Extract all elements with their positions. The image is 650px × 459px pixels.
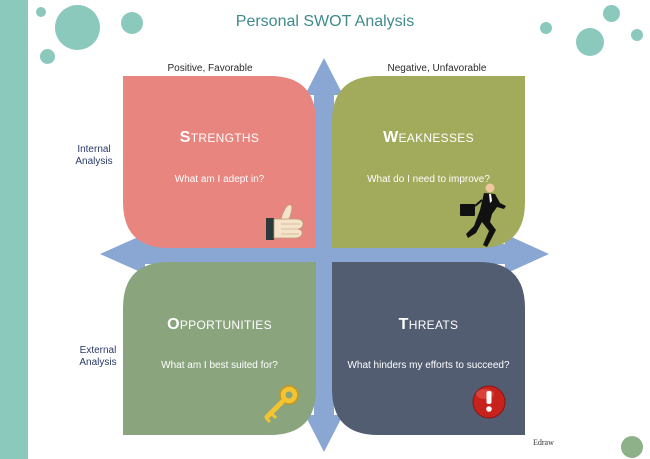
- weaknesses-question: What do I need to improve?: [367, 174, 490, 185]
- strengths-question: What am I adept in?: [174, 174, 265, 185]
- strengths-text: STRENGTHS What am I adept in?: [123, 76, 316, 248]
- row-label-internal-line2: Analysis: [75, 156, 113, 167]
- decor-circle: [55, 5, 100, 50]
- threats-question: What hinders my efforts to succeed?: [347, 360, 510, 371]
- left-accent-bar: [0, 0, 28, 459]
- strengths-title-rest: TRENGTHS: [190, 131, 260, 145]
- decor-circle: [603, 5, 620, 22]
- running-businessman-icon: [460, 183, 506, 247]
- row-label-external-line1: External: [79, 345, 117, 356]
- row-label-internal-line1: Internal: [77, 144, 111, 155]
- weaknesses-title: WEAKNESSES: [332, 129, 525, 147]
- opportunities-text: OPPORTUNITIES What am I best suited for?: [123, 262, 316, 435]
- opportunities-title-initial: O: [167, 316, 180, 333]
- row-label-external-line2: Analysis: [79, 357, 117, 368]
- decor-circle: [631, 29, 643, 41]
- threats-text: THREATS What hinders my efforts to succe…: [332, 262, 525, 435]
- threats-title-initial: T: [398, 316, 409, 333]
- threats-title-rest: HREATS: [408, 318, 459, 332]
- opportunities-title: OPPORTUNITIES: [123, 316, 316, 334]
- weaknesses-text: WEAKNESSES What do I need to improve?: [332, 76, 525, 248]
- page-title: Personal SWOT Analysis: [235, 13, 415, 30]
- strengths-title: STRENGTHS: [123, 129, 316, 147]
- strengths-quadrant[interactable]: [123, 76, 316, 248]
- weaknesses-title-initial: W: [383, 129, 399, 146]
- decor-circle: [40, 49, 55, 64]
- decor-circle: [121, 12, 143, 34]
- decor-circle: [621, 436, 643, 458]
- threats-title: THREATS: [332, 316, 525, 334]
- opportunities-question: What am I best suited for?: [161, 360, 278, 371]
- opportunities-quadrant[interactable]: [123, 262, 316, 435]
- decor-circle: [36, 7, 46, 17]
- key-icon: [264, 385, 299, 424]
- brand-label: Edraw: [533, 438, 554, 447]
- warning-icon: [472, 385, 506, 419]
- opportunities-title-rest: PPORTUNITIES: [179, 318, 272, 332]
- weaknesses-title-rest: EAKNESSES: [398, 131, 474, 145]
- column-label-negative: Negative, Unfavorable: [387, 63, 487, 74]
- row-label-internal: Internal Analysis: [64, 144, 124, 168]
- row-label-external: External Analysis: [68, 345, 128, 369]
- decor-circle: [576, 28, 604, 56]
- decor-circle: [540, 22, 552, 34]
- strengths-title-initial: S: [179, 129, 191, 146]
- column-label-positive: Positive, Favorable: [167, 63, 253, 74]
- thumbs-up-icon: [266, 204, 304, 240]
